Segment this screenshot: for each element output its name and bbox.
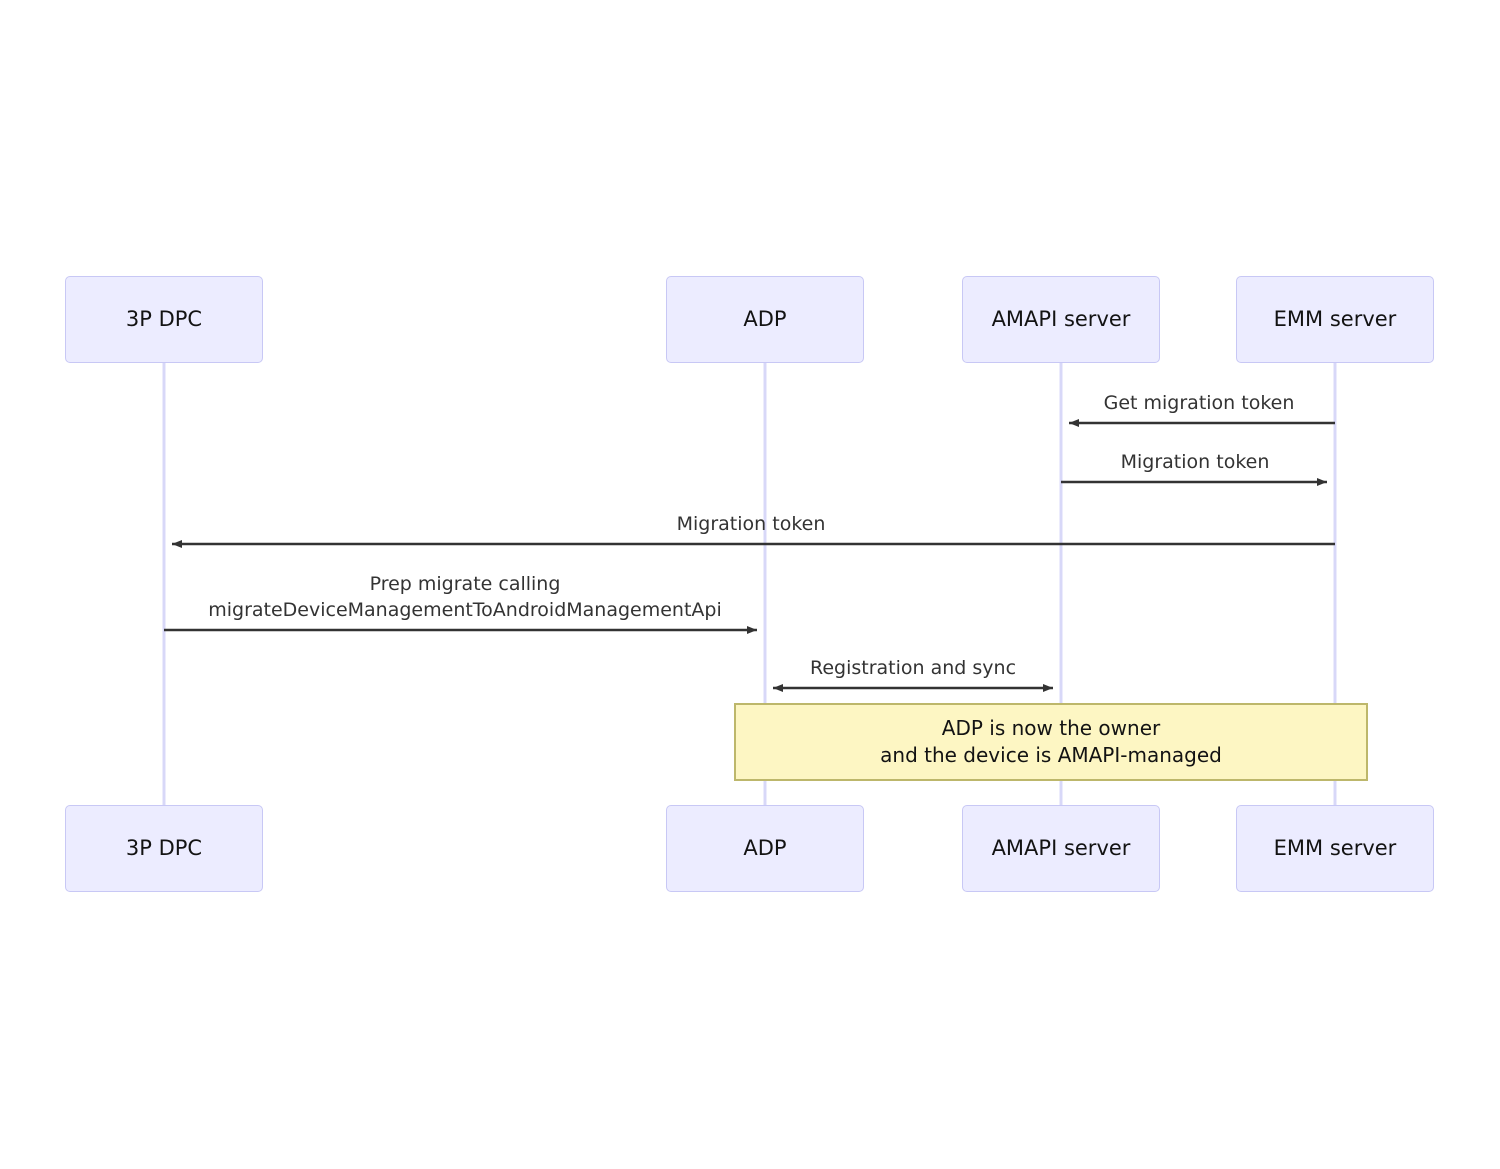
- participant-label-emm-bottom: EMM server: [1273, 836, 1397, 860]
- participant-label-adp-bottom: ADP: [743, 836, 787, 860]
- message-label-m2: Migration token: [1120, 451, 1270, 473]
- participant-label-emm-top: EMM server: [1273, 307, 1397, 331]
- message-arrows: [164, 419, 1335, 692]
- participant-label-dpc-bottom: 3P DPC: [125, 836, 203, 860]
- participant-box-dpc-bottom[interactable]: 3P DPC: [65, 805, 263, 892]
- participant-box-emm-bottom[interactable]: EMM server: [1236, 805, 1434, 892]
- participant-box-amapi-bottom[interactable]: AMAPI server: [962, 805, 1160, 892]
- message-label-m3: Migration token: [676, 513, 826, 535]
- message-label-m5: Registration and sync: [809, 657, 1017, 679]
- participant-label-amapi-top: AMAPI server: [991, 307, 1131, 331]
- message-label-m4: Prep migrate calling migrateDeviceManage…: [208, 573, 722, 621]
- note-adp-owner-text: ADP is now the owner and the device is A…: [880, 716, 1222, 767]
- participant-box-dpc-top[interactable]: 3P DPC: [65, 276, 263, 363]
- participant-box-emm-top[interactable]: EMM server: [1236, 276, 1434, 363]
- participant-box-adp-bottom[interactable]: ADP: [666, 805, 864, 892]
- participant-box-amapi-top[interactable]: AMAPI server: [962, 276, 1160, 363]
- message-label-m1: Get migration token: [1103, 392, 1295, 414]
- participant-label-adp-top: ADP: [743, 307, 787, 331]
- participant-label-amapi-bottom: AMAPI server: [991, 836, 1131, 860]
- participant-label-dpc-top: 3P DPC: [125, 307, 203, 331]
- participant-box-adp-top[interactable]: ADP: [666, 276, 864, 363]
- note-adp-owner: ADP is now the owner and the device is A…: [734, 703, 1368, 781]
